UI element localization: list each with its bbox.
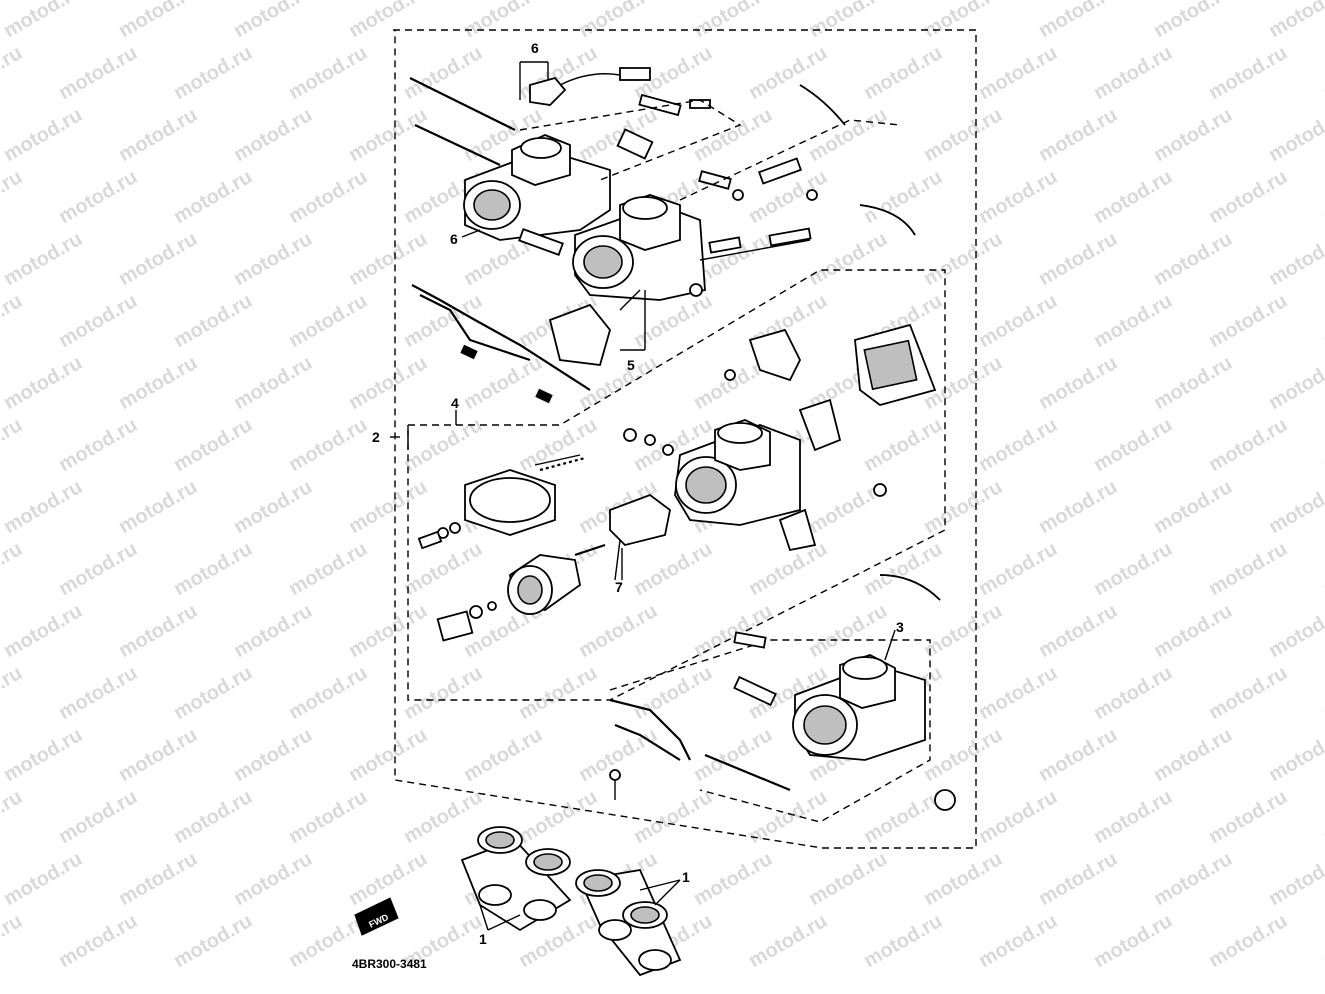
- throttle-sensor-top: [519, 61, 651, 106]
- carburetor-top-middle: [572, 194, 812, 301]
- intake-joint-left: [460, 826, 572, 932]
- carburetor-middle: [674, 419, 801, 526]
- callout-6-top: 6: [531, 40, 539, 56]
- parts-right-middle: [623, 323, 937, 552]
- callout-leaders: [390, 229, 896, 931]
- callout-3: 3: [896, 619, 904, 635]
- lower-carburetor-boundary: [609, 639, 931, 823]
- callout-4: 4: [451, 395, 459, 411]
- diagram-code: 4BR300-3481: [352, 957, 427, 971]
- bracket-5: [548, 289, 646, 366]
- callout-1-right: 1: [682, 869, 690, 885]
- throttle-linkage-left: [411, 284, 591, 404]
- small-parts-top: [616, 84, 916, 297]
- outer-assembly-boundary: [393, 29, 977, 849]
- callout-1-left: 1: [479, 931, 487, 947]
- diaphragm-cover: [417, 454, 586, 550]
- dash-link-right: [679, 119, 901, 201]
- callout-2: 2: [372, 429, 380, 445]
- piston-valve: [436, 543, 606, 642]
- inner-subassembly-boundary: [407, 269, 946, 701]
- intake-joint-right: [575, 868, 682, 977]
- carburetor-top-left: [409, 77, 611, 256]
- dash-link-top: [519, 99, 742, 181]
- callout-5: 5: [627, 357, 635, 373]
- float-chamber-7: [609, 493, 671, 581]
- callout-7: 7: [615, 579, 623, 595]
- carburetor-bottom-right: [704, 574, 956, 811]
- callout-6-left: 6: [450, 231, 458, 247]
- forward-direction-arrow: FWD: [354, 897, 399, 936]
- throttle-linkage-lower: [609, 698, 691, 800]
